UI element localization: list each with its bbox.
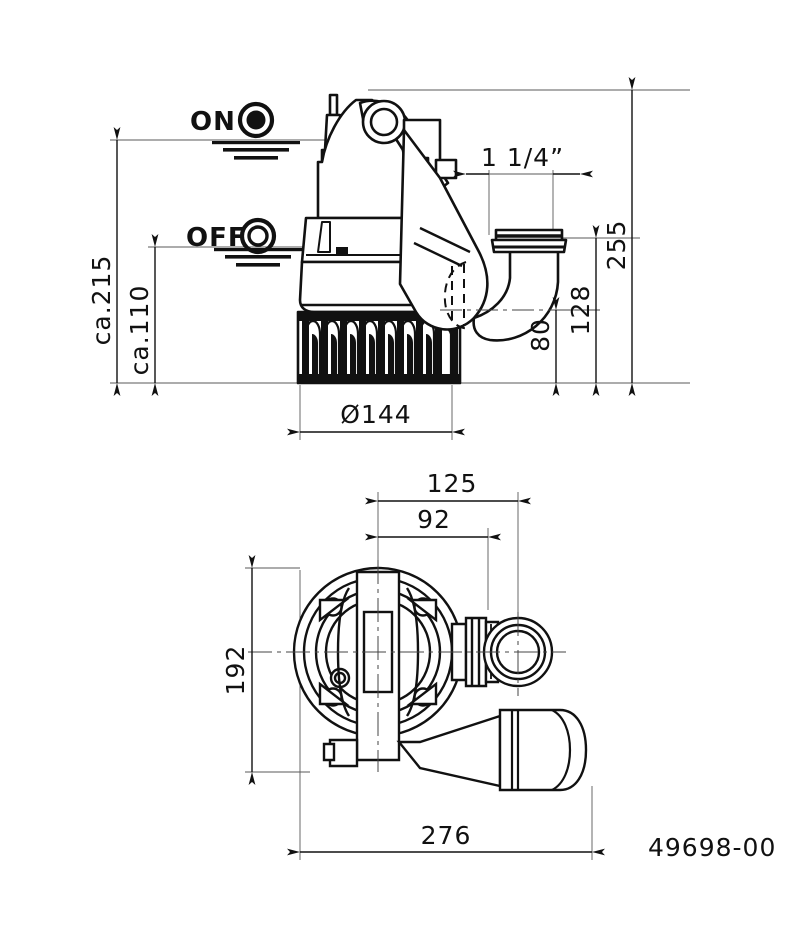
housing-mark [336, 247, 348, 254]
handle-foot-tab [322, 742, 336, 762]
discharge-elbow [472, 238, 560, 342]
strainer-top-band [298, 312, 460, 321]
strainer-bottom-band [298, 374, 460, 383]
handle-pivot-pin [369, 107, 399, 137]
switch-level-on: ON [190, 101, 300, 160]
dim-d144-text: Ø144 [340, 400, 411, 429]
dimension-lines-plan [248, 497, 605, 856]
dimension-texts-plan: 125 92 192 276 [221, 469, 478, 850]
dim-92-text: 92 [417, 505, 451, 534]
filled-circle-icon [237, 101, 275, 139]
centrelines-plan [248, 560, 566, 772]
pump-body-side [296, 93, 600, 385]
dim-255-text: 255 [602, 220, 631, 271]
on-label: ON [190, 107, 236, 137]
hollow-circle-icon [239, 217, 277, 255]
housing-rib [317, 221, 331, 253]
dimension-texts-side: ca.215 ca.110 1 1/4” 80 128 255 Ø144 [87, 143, 631, 429]
dim-ca110-text: ca.110 [125, 285, 154, 376]
discharge-collar [490, 228, 568, 254]
float-body [498, 708, 588, 792]
bolt-bosses [318, 597, 438, 707]
hidden-lines [443, 261, 471, 330]
dim-276-text: 276 [421, 821, 472, 850]
pump-body-plan [248, 560, 588, 792]
dim-192-text: 192 [221, 645, 250, 696]
cable-gland-tip [328, 93, 339, 117]
view-side-elevation: ON OFF [87, 77, 690, 440]
dim-ca215-text: ca.215 [87, 255, 116, 346]
view-plan: 125 92 192 276 [221, 469, 605, 860]
float-end-seam [551, 709, 572, 791]
dim-thread-text: 1 1/4” [481, 143, 564, 172]
dim-125-text: 125 [427, 469, 478, 498]
dimension-lines-side [113, 77, 636, 436]
switch-level-off: OFF [186, 217, 302, 267]
drawing-number: 49698-00 [648, 833, 776, 862]
dim-128-text: 128 [566, 285, 595, 336]
dim-80-text: 80 [526, 318, 555, 352]
